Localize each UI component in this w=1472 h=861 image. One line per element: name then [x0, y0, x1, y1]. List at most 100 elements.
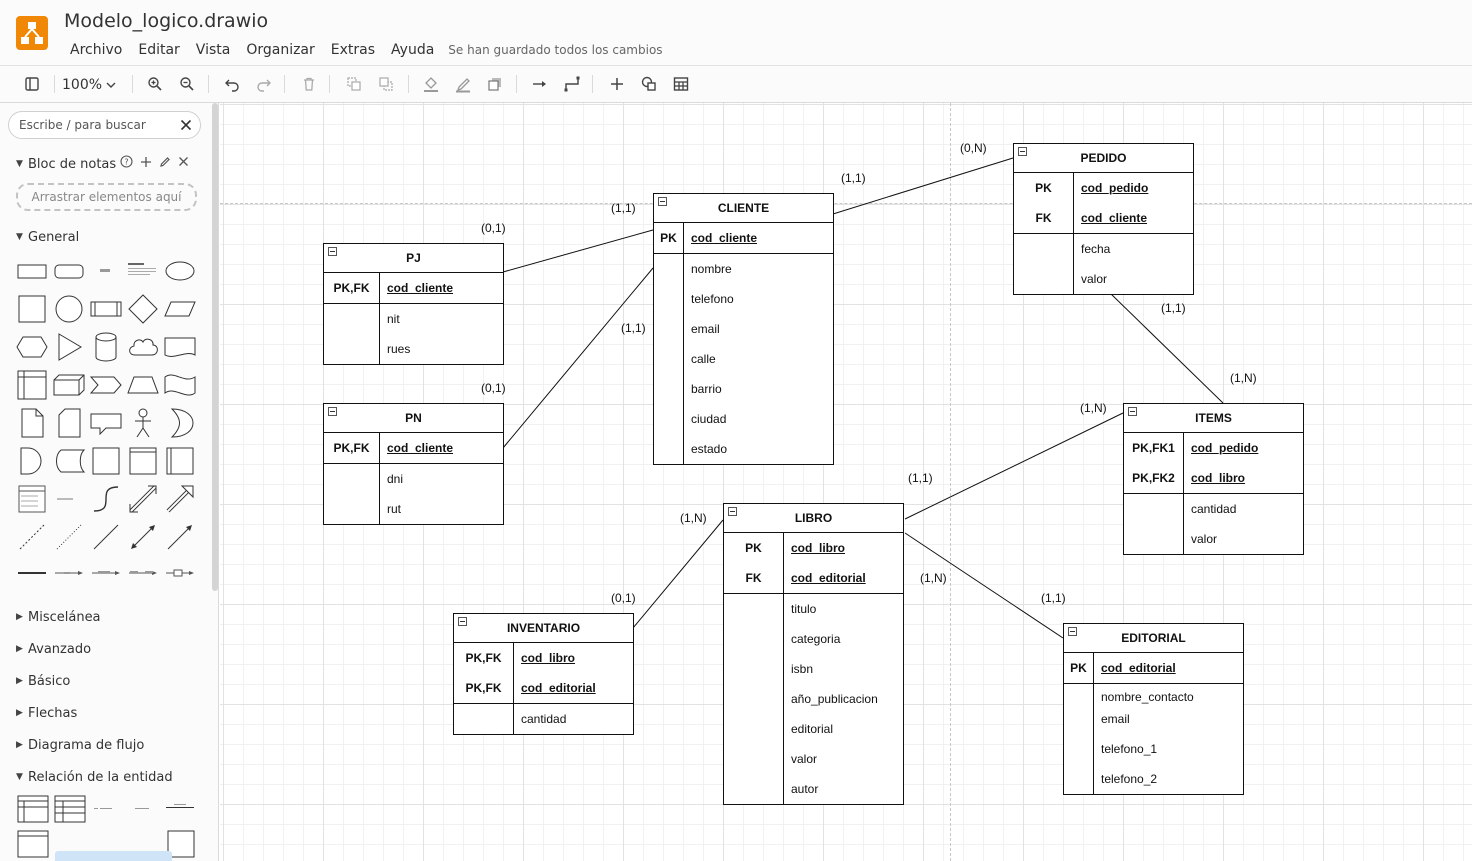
- collapse-icon[interactable]: [658, 197, 667, 206]
- collapse-icon[interactable]: [328, 247, 337, 256]
- shape-square-2[interactable]: [88, 443, 124, 479]
- zoom-out-button[interactable]: [174, 72, 200, 96]
- shape-connector-arrow[interactable]: [51, 555, 87, 591]
- shape-tape[interactable]: [162, 367, 198, 403]
- shape-delay[interactable]: [14, 443, 50, 479]
- cardinality-label[interactable]: (1,1): [611, 201, 636, 215]
- collapse-icon[interactable]: [1128, 407, 1137, 416]
- line-color-button[interactable]: [450, 72, 476, 96]
- shape-text[interactable]: [88, 253, 124, 289]
- attribute[interactable]: rues: [387, 342, 411, 356]
- attribute[interactable]: barrio: [691, 382, 722, 396]
- attribute[interactable]: valor: [1081, 272, 1108, 286]
- zoom-in-button[interactable]: [142, 72, 168, 96]
- attribute[interactable]: ciudad: [691, 412, 727, 426]
- menu-organizar[interactable]: Organizar: [246, 42, 315, 58]
- shape-list-item[interactable]: [51, 481, 87, 517]
- shape-step[interactable]: [88, 367, 124, 403]
- to-front-button[interactable]: [341, 72, 367, 96]
- cardinality-label[interactable]: (1,N): [680, 511, 707, 525]
- cardinality-label[interactable]: (0,1): [481, 381, 506, 395]
- shape-curve[interactable]: [88, 481, 124, 517]
- cardinality-label[interactable]: (1,N): [920, 571, 947, 585]
- shape-erd-table[interactable]: [14, 791, 50, 827]
- shapes-button[interactable]: [636, 72, 662, 96]
- search-input[interactable]: [19, 116, 169, 134]
- shape-arrow-line[interactable]: [162, 519, 198, 555]
- menu-extras[interactable]: Extras: [330, 42, 376, 58]
- shape-erd-table-3[interactable]: [14, 827, 50, 861]
- shape-bidirectional-arrow[interactable]: [125, 481, 161, 517]
- shape-erd-attribute[interactable]: [88, 791, 124, 827]
- attribute[interactable]: valor: [791, 752, 818, 766]
- attribute[interactable]: rut: [387, 502, 402, 516]
- shape-textbox[interactable]: [125, 253, 161, 289]
- diagram-canvas[interactable]: (0,1) (1,1) (0,1) (1,1) (1,1) (0,N) (1,1…: [220, 103, 1472, 861]
- cardinality-label[interactable]: (1,N): [1080, 401, 1107, 415]
- shape-process[interactable]: [88, 291, 124, 327]
- shape-erd-row[interactable]: [162, 791, 198, 827]
- shape-cube[interactable]: [51, 367, 87, 403]
- entity-inventario[interactable]: INVENTARIO PK,FK PK,FK cod_libro cod_edi…: [453, 613, 634, 735]
- key-attribute[interactable]: cod_editorial: [1101, 661, 1176, 675]
- entity-editorial[interactable]: EDITORIAL PK cod_editorial nombre_contac…: [1063, 623, 1244, 795]
- collapse-icon[interactable]: [728, 507, 737, 516]
- collapse-icon[interactable]: [458, 617, 467, 626]
- cardinality-label[interactable]: (0,N): [960, 141, 987, 155]
- attribute[interactable]: email: [691, 322, 720, 336]
- table-button[interactable]: [668, 72, 694, 96]
- key-attribute[interactable]: cod_cliente: [387, 281, 454, 295]
- section-flechas[interactable]: ▶ Flechas: [16, 704, 77, 722]
- collapse-icon[interactable]: [1018, 147, 1027, 156]
- menu-ayuda[interactable]: Ayuda: [391, 42, 435, 58]
- cardinality-label[interactable]: (1,1): [908, 471, 933, 485]
- collapse-icon[interactable]: [328, 407, 337, 416]
- plus-icon[interactable]: [140, 156, 152, 168]
- connector-libro-items[interactable]: [904, 412, 1124, 520]
- entity-pj[interactable]: PJ PK,FK cod_cliente nit rues: [323, 243, 504, 365]
- shape-ellipse[interactable]: [162, 253, 198, 289]
- attribute[interactable]: nombre_contacto: [1101, 690, 1194, 704]
- attribute[interactable]: cantidad: [521, 712, 567, 726]
- cardinality-label[interactable]: (1,1): [621, 321, 646, 335]
- key-attribute[interactable]: cod_pedido: [1081, 181, 1149, 195]
- shape-hexagon[interactable]: [14, 329, 50, 365]
- shape-data-storage[interactable]: [51, 443, 87, 479]
- shape-double-arrow-line[interactable]: [125, 519, 161, 555]
- close-icon[interactable]: [178, 156, 189, 167]
- shape-erd-attribute-2[interactable]: [125, 791, 161, 827]
- menu-editar[interactable]: Editar: [138, 42, 180, 58]
- shape-erd-box[interactable]: [162, 827, 198, 861]
- shape-rounded-rectangle[interactable]: [51, 253, 87, 289]
- attribute[interactable]: fecha: [1081, 242, 1111, 256]
- entity-pedido[interactable]: PEDIDO PK FK cod_pedido cod_cliente fech…: [1013, 143, 1194, 295]
- insert-button[interactable]: [604, 72, 630, 96]
- key-attribute[interactable]: cod_libro: [1191, 471, 1246, 485]
- key-attribute[interactable]: cod_libro: [791, 541, 846, 555]
- shape-cylinder[interactable]: [88, 329, 124, 365]
- shape-connector-two-labels[interactable]: [125, 555, 161, 591]
- entity-libro[interactable]: LIBRO PK FK cod_libro cod_editorial titu…: [723, 503, 904, 805]
- attribute[interactable]: telefono: [691, 292, 734, 306]
- sidebar-scrollbar[interactable]: [212, 103, 218, 591]
- attribute[interactable]: editorial: [791, 722, 834, 736]
- toggle-sidebar-button[interactable]: [19, 72, 45, 96]
- section-relacion-de-la-entidad[interactable]: ▼ Relación de la entidad: [16, 768, 173, 786]
- sidebar-more-shapes-bar[interactable]: [55, 851, 172, 861]
- attribute[interactable]: año_publicacion: [791, 692, 878, 706]
- attribute[interactable]: email: [1101, 712, 1130, 726]
- shape-line[interactable]: [88, 519, 124, 555]
- cardinality-label[interactable]: (1,1): [1041, 591, 1066, 605]
- scratchpad-drop-area[interactable]: Arrastrar elementos aquí: [16, 183, 197, 211]
- attribute[interactable]: calle: [691, 352, 716, 366]
- shape-vertical-container[interactable]: [162, 443, 198, 479]
- edit-icon[interactable]: [159, 156, 171, 168]
- shape-rectangle[interactable]: [14, 253, 50, 289]
- key-attribute[interactable]: cod_cliente: [387, 441, 454, 455]
- connection-style-button[interactable]: [527, 72, 553, 96]
- shape-triangle[interactable]: [51, 329, 87, 365]
- key-attribute[interactable]: cod_editorial: [791, 571, 866, 585]
- attribute[interactable]: nombre: [691, 262, 732, 276]
- shape-or[interactable]: [162, 405, 198, 441]
- key-attribute[interactable]: cod_pedido: [1191, 441, 1259, 455]
